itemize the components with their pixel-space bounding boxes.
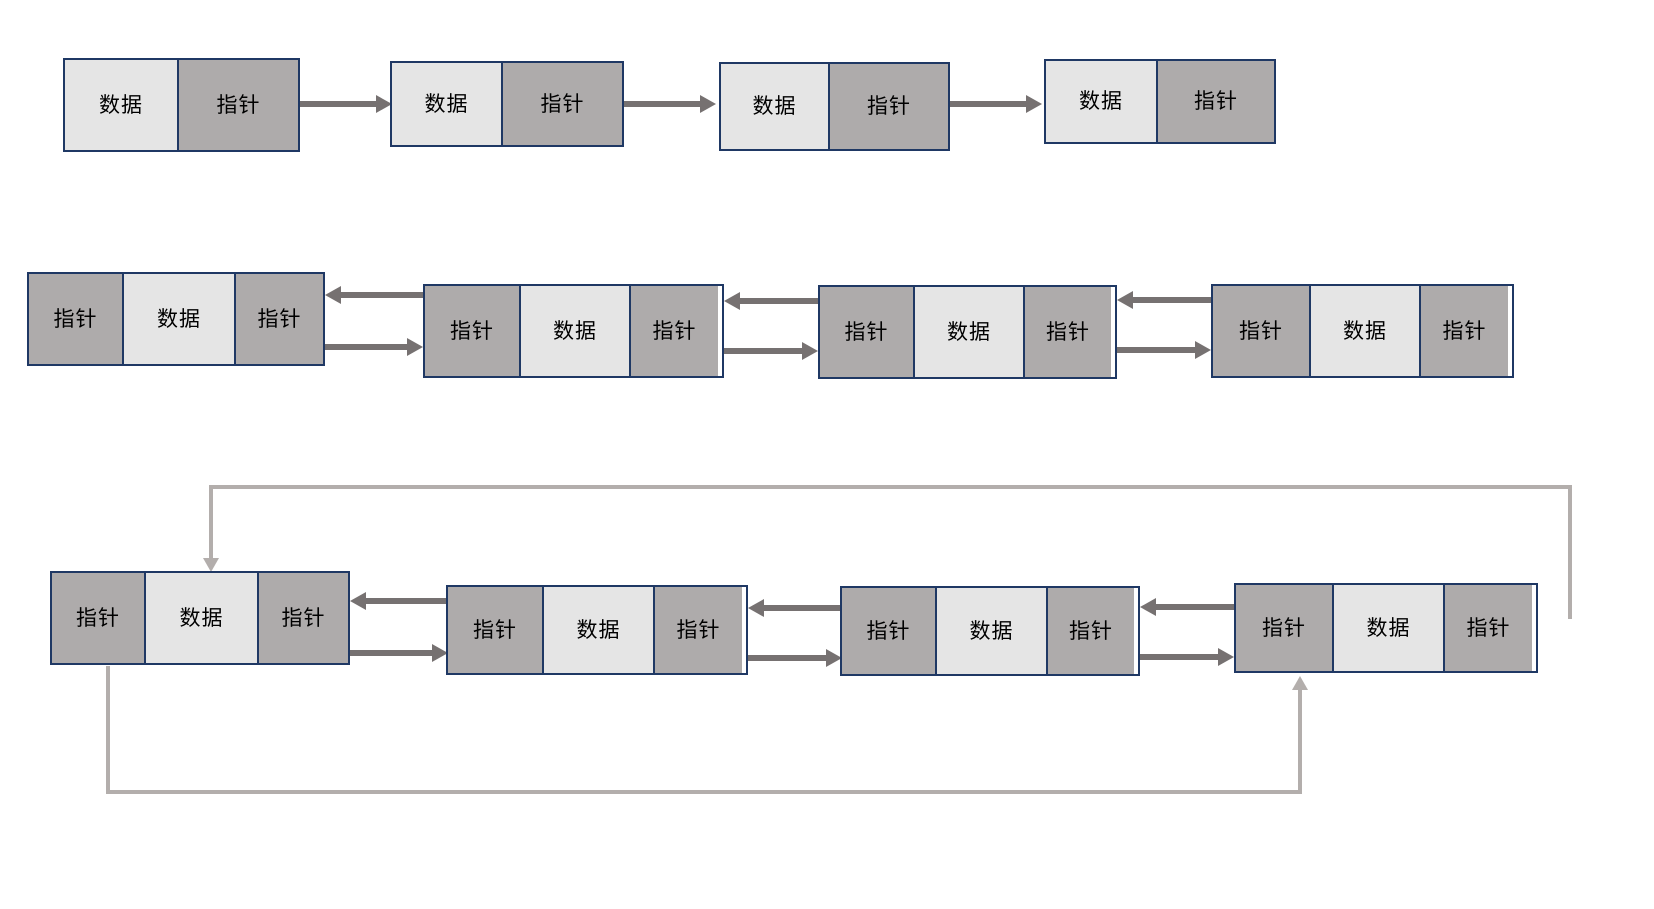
next-pointer-cell: 指针	[653, 587, 742, 673]
prev-pointer-cell: 指针	[52, 573, 144, 663]
row1-node-1: 数据 指针	[63, 58, 300, 152]
circular-bottom-left-segment	[106, 666, 110, 792]
data-cell: 数据	[122, 274, 234, 364]
row2-link-1-back	[341, 292, 423, 298]
row2-link-2-forward	[724, 348, 802, 354]
row3-node-3: 指针 数据 指针	[840, 586, 1140, 676]
row3-link-3-back-arrowhead-icon	[1140, 598, 1156, 616]
prev-pointer-cell: 指针	[1236, 585, 1332, 671]
pointer-cell: 指针	[501, 63, 622, 145]
circular-top-line	[209, 485, 1572, 489]
next-pointer-cell: 指针	[257, 573, 348, 663]
row3-link-1-back	[366, 598, 448, 604]
circular-top-right-segment	[1568, 485, 1572, 619]
row3-link-3-forward	[1140, 654, 1218, 660]
row1-link-1	[300, 101, 378, 107]
circular-bottom-arrowhead-icon	[1292, 676, 1308, 690]
row1-node-3: 数据 指针	[719, 62, 950, 151]
data-cell: 数据	[721, 64, 828, 149]
row2-node-2: 指针 数据 指针	[423, 284, 724, 378]
row3-link-1-forward	[350, 650, 432, 656]
row3-link-2-forward-arrowhead-icon	[826, 649, 842, 667]
row3-node-4: 指针 数据 指针	[1234, 583, 1538, 673]
data-cell: 数据	[392, 63, 501, 145]
row2-link-2-back-arrowhead-icon	[724, 292, 740, 310]
row3-link-3-forward-arrowhead-icon	[1218, 648, 1234, 666]
pointer-cell: 指针	[1156, 61, 1274, 142]
row2-link-3-back-arrowhead-icon	[1117, 291, 1133, 309]
next-pointer-cell: 指针	[1419, 286, 1508, 376]
row3-node-2: 指针 数据 指针	[446, 585, 748, 675]
row2-link-3-forward	[1117, 347, 1195, 353]
row2-node-1: 指针 数据 指针	[27, 272, 325, 366]
row2-link-1-forward	[325, 344, 407, 350]
row1-link-2-arrowhead-icon	[700, 95, 716, 113]
data-cell: 数据	[1046, 61, 1156, 142]
pointer-cell: 指针	[177, 60, 298, 150]
row2-link-3-forward-arrowhead-icon	[1195, 341, 1211, 359]
row1-link-3	[950, 101, 1028, 107]
row3-node-1: 指针 数据 指针	[50, 571, 350, 665]
row1-link-1-arrowhead-icon	[376, 95, 392, 113]
row3-link-2-forward	[748, 655, 826, 661]
row2-link-1-forward-arrowhead-icon	[407, 338, 423, 356]
data-cell: 数据	[935, 588, 1046, 674]
data-cell: 数据	[144, 573, 257, 663]
data-cell: 数据	[519, 286, 629, 376]
next-pointer-cell: 指针	[1023, 287, 1111, 377]
data-cell: 数据	[1332, 585, 1443, 671]
row2-node-4: 指针 数据 指针	[1211, 284, 1514, 378]
data-cell: 数据	[1309, 286, 1419, 376]
circular-bottom-line	[106, 790, 1302, 794]
prev-pointer-cell: 指针	[820, 287, 913, 377]
row2-node-3: 指针 数据 指针	[818, 285, 1117, 379]
next-pointer-cell: 指针	[1443, 585, 1532, 671]
row1-link-2	[624, 101, 702, 107]
next-pointer-cell: 指针	[234, 274, 323, 364]
circular-top-left-segment	[209, 485, 213, 559]
prev-pointer-cell: 指针	[425, 286, 519, 376]
circular-bottom-right-segment	[1298, 690, 1302, 792]
row3-link-3-back	[1156, 604, 1234, 610]
prev-pointer-cell: 指针	[29, 274, 122, 364]
data-cell: 数据	[65, 60, 177, 150]
row1-node-4: 数据 指针	[1044, 59, 1276, 144]
row3-link-1-back-arrowhead-icon	[350, 592, 366, 610]
data-cell: 数据	[913, 287, 1023, 377]
next-pointer-cell: 指针	[629, 286, 718, 376]
prev-pointer-cell: 指针	[842, 588, 935, 674]
row2-link-1-back-arrowhead-icon	[325, 286, 341, 304]
row2-link-2-back	[740, 298, 818, 304]
row3-link-2-back	[764, 605, 842, 611]
row3-link-2-back-arrowhead-icon	[748, 599, 764, 617]
row1-node-2: 数据 指针	[390, 61, 624, 147]
pointer-cell: 指针	[828, 64, 948, 149]
row1-link-3-arrowhead-icon	[1026, 95, 1042, 113]
next-pointer-cell: 指针	[1046, 588, 1134, 674]
row2-link-3-back	[1133, 297, 1211, 303]
circular-top-arrowhead-icon	[203, 558, 219, 572]
row2-link-2-forward-arrowhead-icon	[802, 342, 818, 360]
row3-link-1-forward-arrowhead-icon	[432, 644, 448, 662]
prev-pointer-cell: 指针	[448, 587, 542, 673]
data-cell: 数据	[542, 587, 653, 673]
prev-pointer-cell: 指针	[1213, 286, 1309, 376]
